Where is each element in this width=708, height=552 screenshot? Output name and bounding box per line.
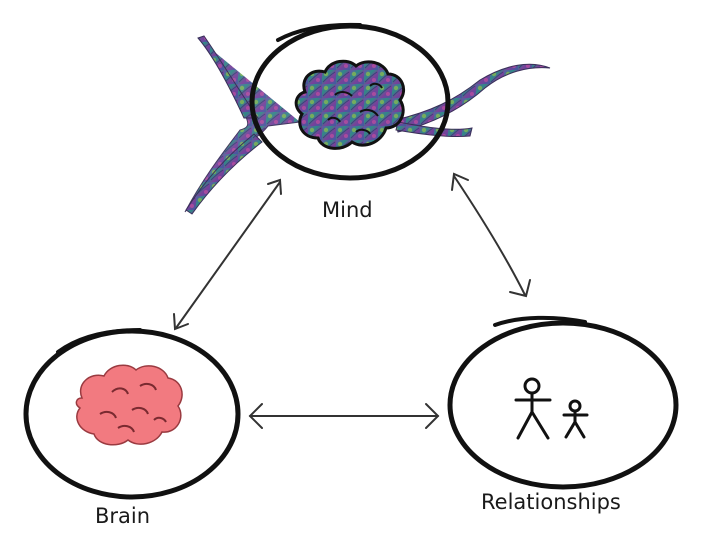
arrow-mind-brain <box>173 178 282 331</box>
mind-label: Mind <box>322 198 373 222</box>
arrow-mind-relationships <box>451 172 531 298</box>
mind-brain-icon <box>294 59 405 150</box>
people-icon <box>514 377 589 440</box>
brain-label: Brain <box>95 504 151 528</box>
mind-neuron-branches <box>184 35 551 215</box>
brain-icon <box>75 364 183 446</box>
arrow-brain-relationships <box>248 403 440 429</box>
relationships-label: Relationships <box>481 490 621 514</box>
relationships-node-circle <box>447 320 679 490</box>
